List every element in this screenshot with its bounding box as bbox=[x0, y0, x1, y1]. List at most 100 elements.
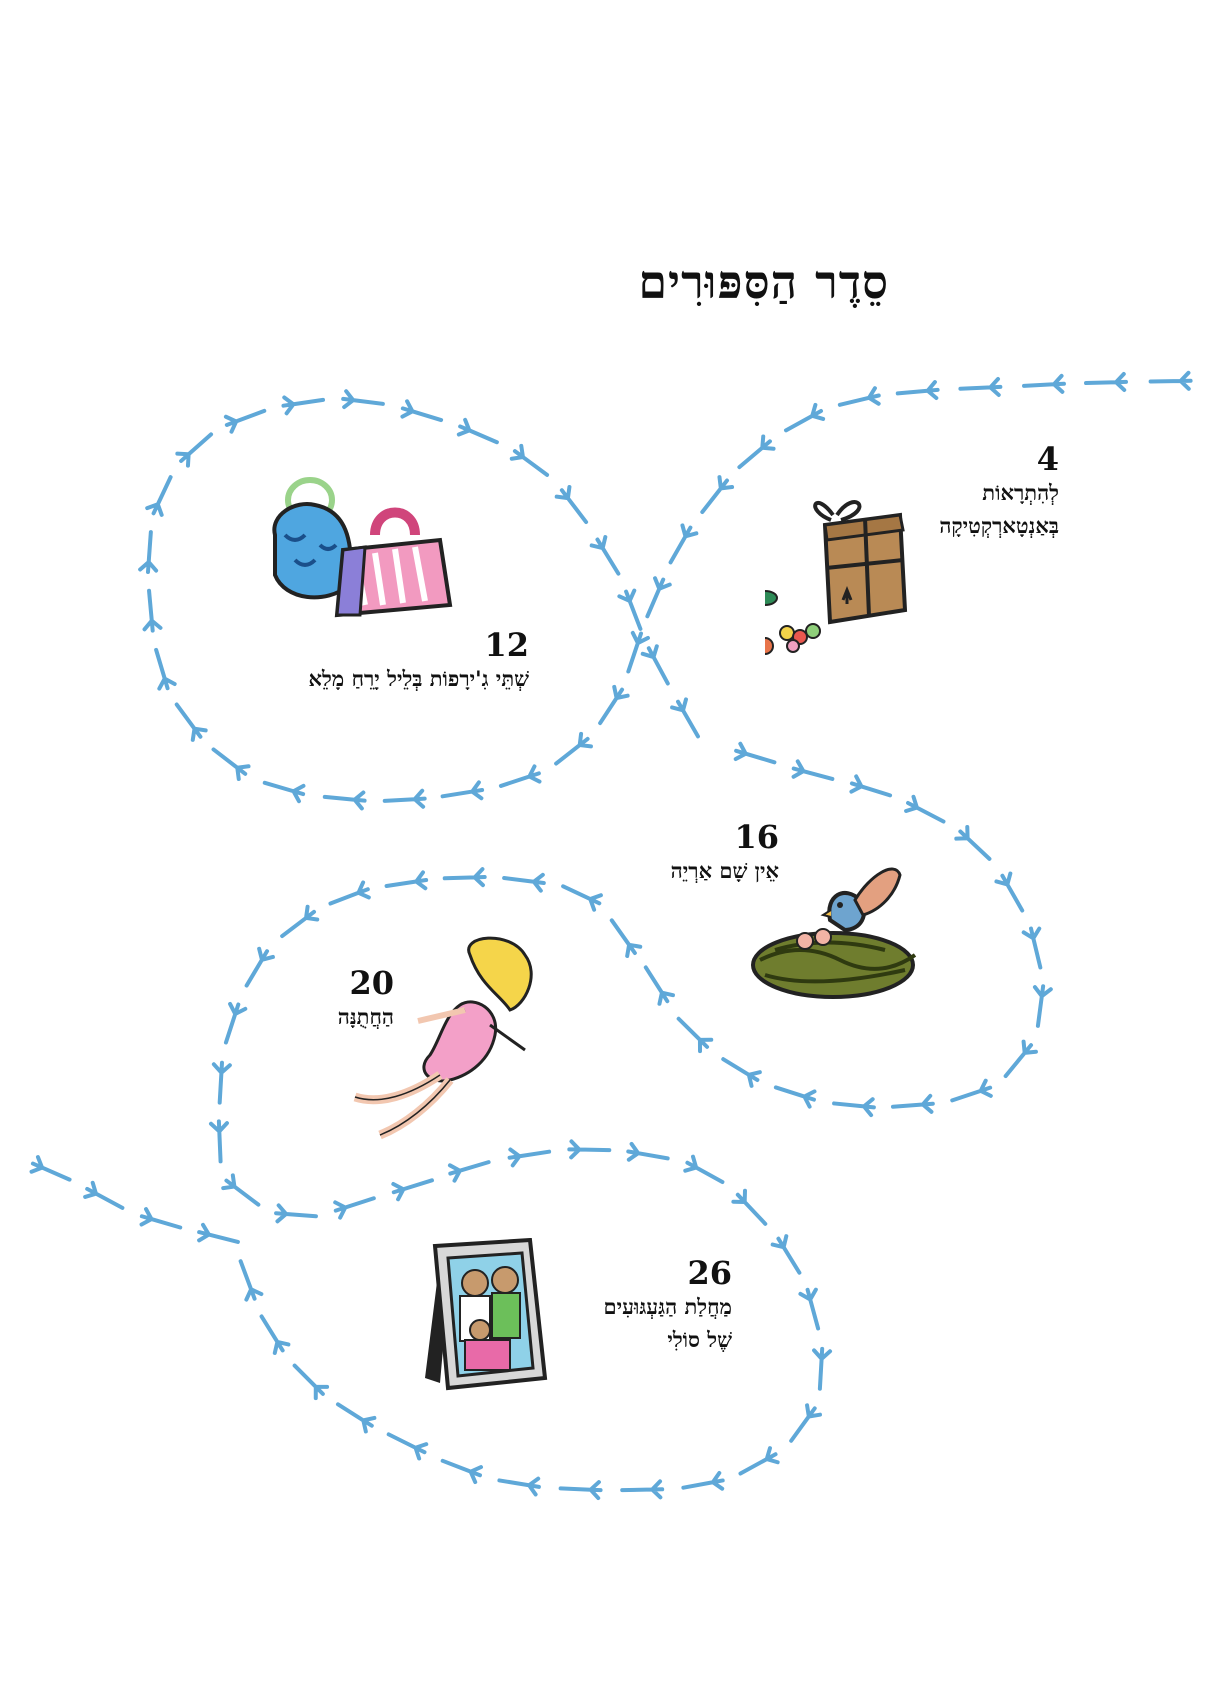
footprint-mark bbox=[333, 1196, 376, 1220]
story-title-line: מַחֲלַת הַגַּעְגּוּעִים bbox=[603, 1294, 732, 1320]
footprint-mark bbox=[849, 774, 893, 798]
footprint-mark bbox=[733, 741, 777, 765]
footprint-mark bbox=[281, 395, 326, 416]
footprint-mark bbox=[773, 1085, 817, 1109]
footprint-mark bbox=[223, 408, 267, 434]
footprint-mark bbox=[950, 1078, 993, 1103]
photo-frame-icon bbox=[425, 1238, 548, 1391]
footprint-mark bbox=[497, 1476, 541, 1497]
page-title: סֵדֶר הַסִּפּוּרִים bbox=[638, 255, 889, 309]
page-number: 20 bbox=[349, 964, 394, 1002]
footprint-mark bbox=[789, 1403, 823, 1443]
footprint-mark bbox=[335, 1402, 377, 1434]
footprint-mark bbox=[208, 1119, 229, 1164]
footprint-mark bbox=[895, 380, 940, 401]
toc-entry-16[interactable]: 16 אֵין שָׁם אַרְיֵה bbox=[670, 818, 779, 888]
footprint-mark bbox=[598, 684, 630, 726]
footprint-mark bbox=[509, 443, 550, 477]
footprint-mark bbox=[456, 417, 499, 445]
footprint-mark bbox=[643, 965, 675, 1006]
page-number: 16 bbox=[734, 818, 779, 856]
page-number: 12 bbox=[484, 626, 529, 664]
footprint-mark bbox=[731, 1188, 768, 1226]
footprint-mark bbox=[554, 731, 593, 766]
footprint-mark bbox=[890, 1093, 935, 1114]
footprint-mark bbox=[1148, 370, 1193, 391]
toc-entry-4[interactable]: 4 לְהִתְרָאוֹת בְּאַנְטָארְקְטִיקָה bbox=[939, 441, 1059, 542]
footprint-mark bbox=[626, 630, 650, 674]
footprint-mark bbox=[738, 1446, 780, 1476]
story-title-line: לְהִתְרָאוֹת bbox=[982, 480, 1059, 506]
toc-entry-26[interactable]: 26 מַחֲלַת הַגַּעְגּוּעִים שֶׁל סוֹלִי bbox=[603, 1255, 732, 1356]
footprint-mark bbox=[958, 376, 1003, 397]
footprint-mark bbox=[620, 1479, 665, 1500]
footprint-mark bbox=[1032, 984, 1053, 1028]
footprint-mark bbox=[798, 1287, 821, 1331]
footprint-mark bbox=[142, 588, 163, 633]
footprint-mark bbox=[954, 824, 992, 861]
footprint-mark bbox=[507, 1147, 552, 1168]
footprint-mark bbox=[83, 1180, 125, 1210]
footprint-mark bbox=[668, 523, 699, 565]
footprint-mark bbox=[1021, 926, 1043, 970]
footprint-mark bbox=[400, 399, 444, 423]
footprint-mark bbox=[681, 1470, 725, 1491]
footprint-mark bbox=[174, 702, 208, 742]
footprint-mark bbox=[676, 1016, 714, 1054]
footprint-mark bbox=[259, 1314, 291, 1355]
flying-girl-icon bbox=[353, 936, 533, 1140]
footprint-mark bbox=[770, 1234, 802, 1275]
footprint-mark bbox=[626, 1141, 670, 1162]
footprint-mark bbox=[832, 1097, 876, 1118]
footprint-mark bbox=[382, 788, 427, 809]
toc-entry-20[interactable]: 20 הַחֲתֻנָּה bbox=[338, 964, 394, 1034]
footprint-mark bbox=[322, 790, 367, 811]
footprint-mark bbox=[262, 780, 306, 804]
footprint-mark bbox=[139, 1207, 183, 1230]
footprint-mark bbox=[609, 918, 643, 958]
footprint-mark bbox=[904, 794, 946, 824]
gift-box-icon bbox=[765, 500, 908, 655]
footprint-mark bbox=[145, 475, 173, 517]
footprint-mark bbox=[1022, 373, 1066, 394]
footprint-mark bbox=[567, 1139, 612, 1160]
footprint-mark bbox=[554, 484, 589, 525]
story-title-line: אֵין שָׁם אַרְיֵה bbox=[670, 858, 779, 884]
story-title-line: בְּאַנְטָארְקְטִיקָה bbox=[939, 512, 1059, 538]
footprint-mark bbox=[737, 434, 776, 470]
footprint-mark bbox=[812, 1346, 833, 1391]
footprint-mark bbox=[154, 647, 177, 691]
footprint-mark bbox=[292, 1363, 330, 1401]
footprint-mark bbox=[447, 1160, 491, 1183]
footprint-mark bbox=[645, 576, 672, 619]
footprint-mark bbox=[440, 780, 485, 801]
footprint-mark bbox=[640, 644, 670, 686]
footprint-mark bbox=[238, 1259, 264, 1302]
footprint-mark bbox=[442, 867, 487, 888]
footprint-mark bbox=[223, 1001, 248, 1045]
footprint-mark bbox=[328, 880, 371, 906]
footprint-mark bbox=[274, 1203, 318, 1224]
footprint-mark bbox=[221, 1173, 261, 1207]
footprint-mark bbox=[617, 588, 643, 631]
footprint-mark bbox=[29, 1155, 72, 1182]
footprint-mark bbox=[589, 535, 621, 576]
footprint-mark bbox=[1084, 371, 1128, 392]
footprint-mark bbox=[211, 747, 251, 781]
footprint-mark bbox=[700, 475, 735, 514]
toc-entry-12[interactable]: 12 שְׁתֵּי גִ'ירָפוֹת בְּלֵיל יָרֵחַ מָל… bbox=[309, 626, 530, 696]
footprint-mark bbox=[341, 389, 385, 410]
footprint-mark bbox=[783, 402, 826, 433]
footprint-mark bbox=[384, 870, 429, 891]
footprint-mark bbox=[561, 884, 603, 912]
footprint-mark bbox=[244, 946, 275, 988]
footprint-mark bbox=[498, 764, 542, 788]
bird-nest-icon bbox=[751, 867, 917, 999]
footprint-mark bbox=[558, 1480, 603, 1501]
footprint-mark bbox=[721, 1057, 762, 1088]
footprint-mark bbox=[837, 386, 881, 407]
footprint-mark bbox=[791, 759, 835, 781]
footprint-mark bbox=[440, 1458, 484, 1485]
footprint-mark bbox=[391, 1178, 434, 1202]
